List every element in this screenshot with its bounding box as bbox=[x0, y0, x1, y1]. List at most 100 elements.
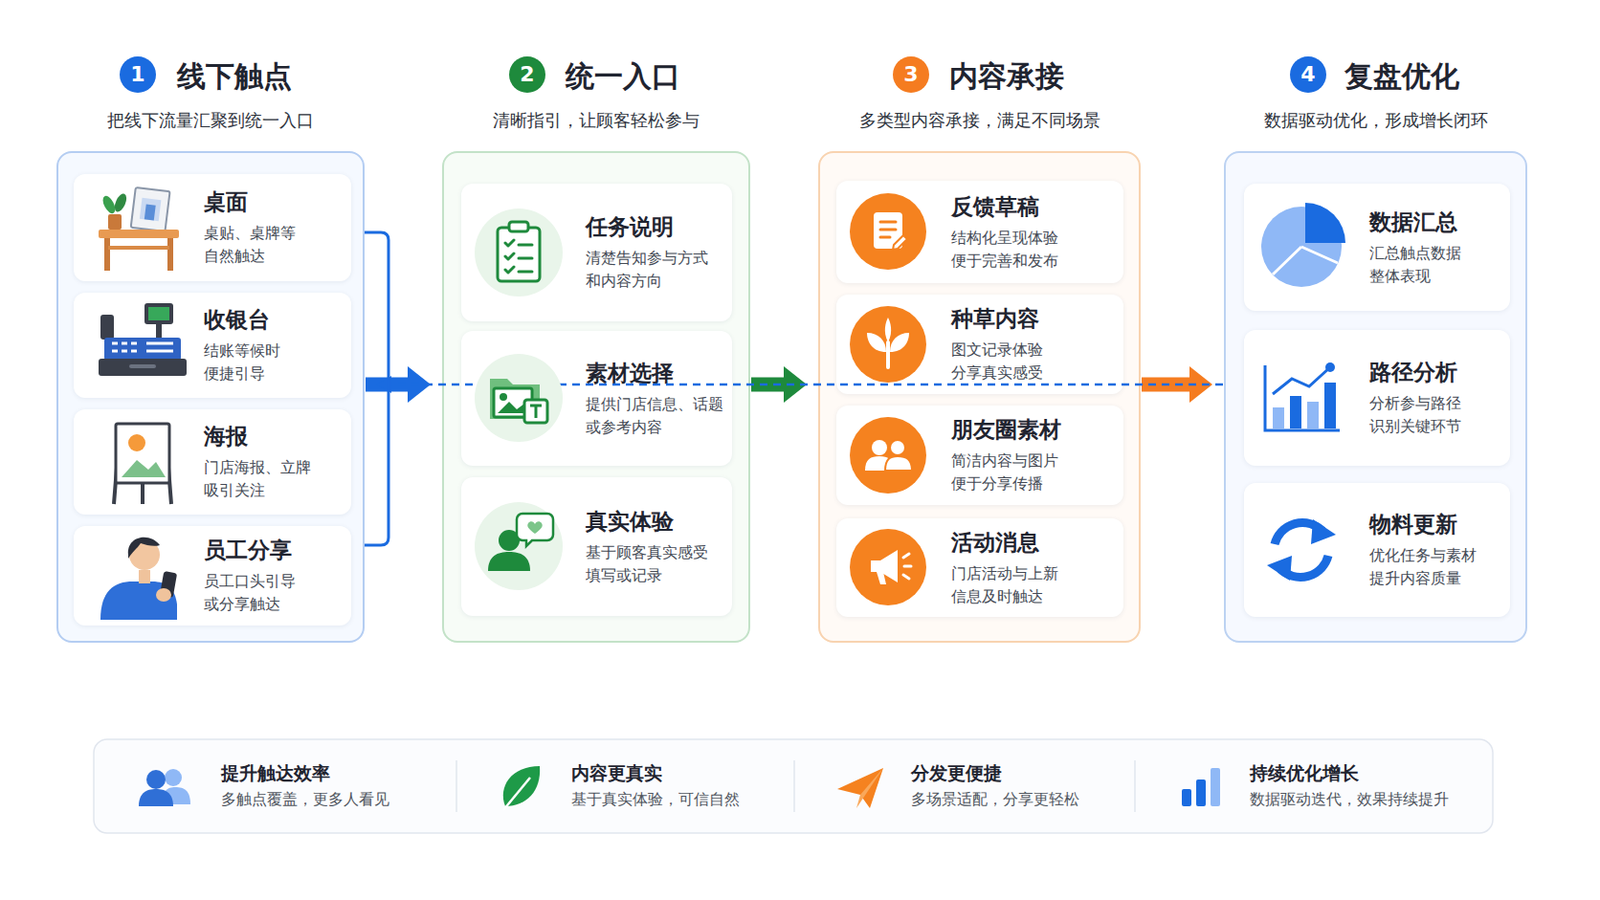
benefit-band bbox=[93, 739, 1493, 834]
desk-icon bbox=[108, 214, 122, 230]
card-title: 活动消息 bbox=[951, 528, 1116, 557]
people-icon bbox=[146, 770, 166, 790]
desk-icon bbox=[98, 229, 179, 239]
refresh-icon bbox=[1311, 519, 1336, 545]
benefit-title: 分发更便捷 bbox=[911, 760, 1122, 786]
pie-icon bbox=[1261, 202, 1346, 288]
card-title: 路径分析 bbox=[1369, 357, 1503, 387]
stage-subtitle: 把线下流量汇聚到统一入口 bbox=[58, 109, 363, 133]
sprout-icon bbox=[849, 306, 927, 383]
experience-icon bbox=[516, 513, 554, 547]
card-title: 任务说明 bbox=[585, 212, 725, 242]
friends-icon bbox=[885, 456, 912, 471]
benefit-item: 内容更真实基于真实体验，可信自然 bbox=[571, 760, 782, 811]
callout-number: 3 bbox=[892, 56, 930, 93]
benefit-item: 持续优化增长数据驱动迭代，效果持续提升 bbox=[1249, 760, 1480, 811]
callout-number: 1 bbox=[119, 56, 156, 93]
benefit-title: 持续优化增长 bbox=[1249, 760, 1480, 786]
staff-icon bbox=[128, 537, 160, 559]
desk-icon bbox=[144, 203, 156, 221]
friends-icon bbox=[871, 440, 888, 456]
friends-icon bbox=[889, 440, 906, 456]
pie-icon bbox=[1305, 202, 1346, 244]
arrow-stem bbox=[1141, 377, 1191, 393]
desk-icon bbox=[111, 192, 129, 214]
growth-bars-icon bbox=[1181, 789, 1192, 807]
sprout-icon bbox=[849, 306, 927, 383]
desk-icon bbox=[98, 187, 179, 271]
path-chart-icon bbox=[1325, 362, 1335, 373]
cashier-icon bbox=[129, 364, 156, 369]
step-card: 反馈草稿结构化呈现体验 便于完善和发布 bbox=[836, 180, 1124, 284]
flow-arrow bbox=[365, 366, 431, 403]
material-icon bbox=[524, 400, 548, 423]
path-chart-icon bbox=[1272, 407, 1285, 429]
card-title: 真实体验 bbox=[585, 507, 725, 536]
card-text-block: 海报门店海报、立牌 吸引关注 bbox=[203, 409, 344, 515]
poster-icon bbox=[113, 431, 172, 505]
benefit-item: 分发更便捷多场景适配，分享更轻松 bbox=[911, 760, 1122, 811]
card-title: 海报 bbox=[203, 422, 344, 451]
card-text-block: 员工分享员工口头引导 或分享触达 bbox=[203, 526, 344, 626]
card-description: 基于顾客真实感受 填写或记录 bbox=[585, 541, 712, 588]
step-card: 种草内容图文记录体验 分享真实感受 bbox=[836, 294, 1124, 395]
stage-subtitle: 多类型内容承接，满足不同场景 bbox=[820, 109, 1139, 133]
staff-icon bbox=[100, 581, 178, 621]
poster-icon bbox=[121, 460, 166, 478]
card-title: 桌面 bbox=[203, 187, 344, 217]
card-description: 提供门店信息、话题 或参考内容 bbox=[585, 393, 727, 440]
card-description: 员工口头引导 或分享触达 bbox=[203, 570, 299, 617]
pie-icon bbox=[1272, 246, 1338, 275]
benefit-description: 多场景适配，分享更轻松 bbox=[911, 789, 1122, 811]
benefit-item: 提升触达效率多触点覆盖，更多人看见 bbox=[221, 760, 442, 811]
desk-icon bbox=[139, 198, 162, 222]
desk-icon bbox=[100, 194, 118, 216]
arrow-stem bbox=[365, 377, 409, 393]
people-icon bbox=[164, 769, 182, 787]
draft-icon bbox=[873, 212, 903, 249]
staff-icon bbox=[155, 588, 172, 602]
card-description: 图文记录体验 分享真实感受 bbox=[951, 338, 1046, 385]
flow-arrow bbox=[376, 376, 1223, 394]
material-icon bbox=[493, 388, 533, 418]
card-title: 物料更新 bbox=[1369, 510, 1503, 539]
megaphone-icon bbox=[849, 529, 927, 606]
card-text-block: 路径分析分析参与路径 识别关键环节 bbox=[1369, 330, 1503, 467]
card-text-block: 种草内容图文记录体验 分享真实感受 bbox=[951, 294, 1116, 395]
pie-icon bbox=[1261, 206, 1342, 288]
card-text-block: 朋友圈素材简洁内容与图片 便于分享传播 bbox=[951, 405, 1116, 506]
stage-panel: 统一入口清晰指引，让顾客轻松参与任务说明清楚告知参与方式 和内容方向素材选择提供… bbox=[442, 151, 751, 644]
card-description: 结账等候时 便捷引导 bbox=[203, 339, 284, 386]
merge-bracket bbox=[364, 232, 389, 546]
poster-icon bbox=[113, 423, 172, 505]
card-text-block: 真实体验基于顾客真实感受 填写或记录 bbox=[585, 477, 725, 617]
arrow-head bbox=[376, 376, 392, 394]
card-description: 桌贴、桌牌等 自然触达 bbox=[203, 222, 299, 268]
desk-icon bbox=[167, 238, 174, 271]
step-card: 路径分析分析参与路径 识别关键环节 bbox=[1244, 330, 1511, 467]
card-text-block: 收银台结账等候时 便捷引导 bbox=[203, 292, 344, 399]
card-text-block: 反馈草稿结构化呈现体验 便于完善和发布 bbox=[951, 180, 1116, 284]
paper-plane-icon bbox=[856, 768, 884, 809]
stage-title: 内容承接 bbox=[949, 59, 1065, 94]
flow-arrow bbox=[751, 366, 807, 403]
step-card: 海报门店海报、立牌 吸引关注 bbox=[73, 409, 352, 515]
step-card: 任务说明清楚告知参与方式 和内容方向 bbox=[461, 183, 733, 322]
card-title: 员工分享 bbox=[203, 535, 344, 565]
path-chart-icon bbox=[1272, 367, 1331, 395]
benefit-description: 多触点覆盖，更多人看见 bbox=[221, 789, 442, 811]
step-card: 员工分享员工口头引导 或分享触达 bbox=[73, 526, 352, 626]
benefit-title: 提升触达效率 bbox=[221, 760, 442, 786]
desk-icon bbox=[104, 238, 111, 271]
step-card: 物料更新优化任务与素材 提升内容质量 bbox=[1244, 483, 1511, 618]
experience-icon bbox=[474, 502, 563, 591]
callout-number: 2 bbox=[509, 56, 546, 93]
step-card: 收银台结账等候时 便捷引导 bbox=[73, 292, 352, 399]
megaphone-icon bbox=[870, 550, 898, 583]
megaphone-icon bbox=[903, 554, 912, 579]
refresh-icon bbox=[1274, 522, 1323, 545]
desk-icon bbox=[108, 245, 170, 250]
sprout-icon bbox=[889, 333, 910, 353]
material-icon bbox=[474, 354, 563, 443]
